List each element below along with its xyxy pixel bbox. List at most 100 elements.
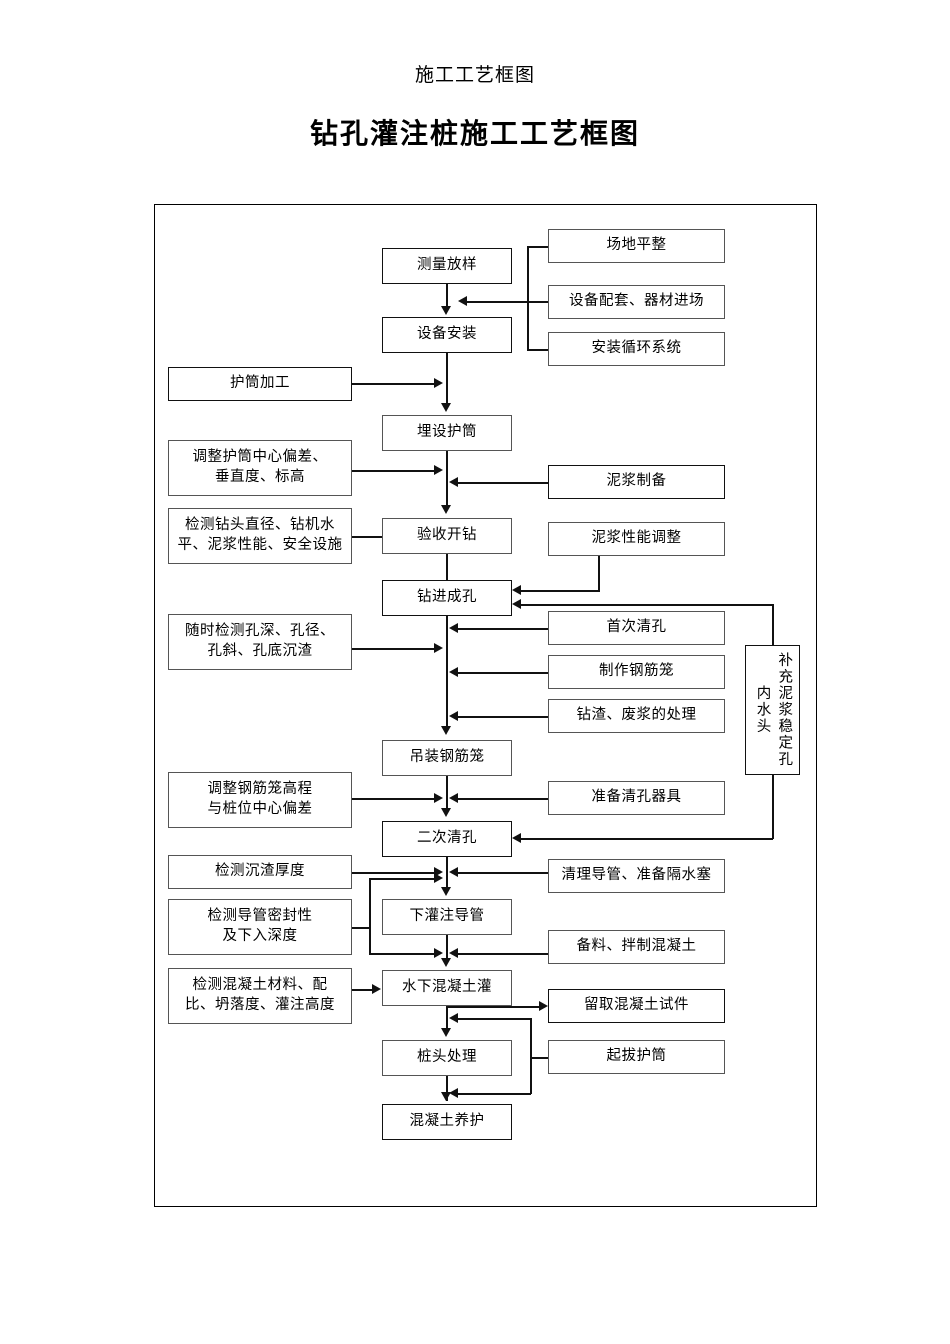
connector-zhuangtou-to-yanghu <box>446 1076 448 1096</box>
connector-changdi-stub <box>527 246 549 248</box>
arrowhead-hutong-jiagong <box>434 378 443 388</box>
arrowhead-zuanjin-from-buchong <box>512 599 521 609</box>
arrowhead-shuixia-from-jiance <box>372 984 381 994</box>
node-qingli-daoguan-gepshuisai[interactable]: 清理导管、准备隔水塞 <box>548 859 725 893</box>
connector-beiliao-to-trunk <box>457 953 548 955</box>
arrowhead-trunk-from-shouci <box>449 623 458 633</box>
connector-zhizuo-to-trunk <box>457 672 548 674</box>
arrowhead-yanghu-top <box>441 1092 451 1101</box>
node-maishe-hutong[interactable]: 埋设护筒 <box>382 415 512 451</box>
document-title: 施工工艺框图 <box>414 65 535 86</box>
arrowhead-shuixia-top <box>441 958 451 967</box>
arrowhead-erci-from-buchong <box>512 833 521 843</box>
node-buchong-nijiang-wentou[interactable]: 补充泥浆稳定孔内水头 <box>745 645 800 775</box>
node-hutong-jiagong[interactable]: 护筒加工 <box>168 367 352 401</box>
connector-qiba-to-lower <box>457 1093 531 1095</box>
node-shebei-anzhuang[interactable]: 设备安装 <box>382 317 512 353</box>
arrowhead-trunk-from-zhunbei <box>449 793 458 803</box>
connector-yanshou-to-zuanjin <box>446 554 448 582</box>
node-jiance-chenzha-houdu[interactable]: 检测沉渣厚度 <box>168 855 352 889</box>
node-jiance-daoguan-mifengxing[interactable]: 检测导管密封性 及下入深度 <box>168 899 352 955</box>
connector-maishe-to-yanshou <box>446 451 448 507</box>
arrowhead-trunk-from-tiaozheng-gangjin <box>434 793 443 803</box>
connector-qiba-bracket <box>530 1018 532 1094</box>
connector-shebei-to-maishe <box>446 353 448 405</box>
arrowhead-trunk-from-zhizuo <box>449 667 458 677</box>
arrowhead-tiaozheng-hutong <box>434 465 443 475</box>
connector-peitao-into-main <box>466 301 549 303</box>
arrowhead-liuqu <box>539 1001 548 1011</box>
node-jiance-zuantou-zhijing[interactable]: 检测钻头直径、钻机水 平、泥浆性能、安全设施 <box>168 508 352 564</box>
connector-jiance-hunningtu-to-shuixia <box>352 989 374 991</box>
arrowhead-trunk-from-qingli <box>449 867 458 877</box>
node-shuixia-hunningtu-guan[interactable]: 水下混凝土灌 <box>382 970 512 1006</box>
connector-tiaozheng-hutong-to-main <box>352 470 435 472</box>
connector-shouci-to-trunk <box>457 628 548 630</box>
connector-right-bracket-top <box>527 246 529 350</box>
node-tiaozheng-gangjinlong-gaocheng[interactable]: 调整钢筋笼高程 与桩位中心偏差 <box>168 772 352 828</box>
connector-zuanzha-to-trunk <box>457 716 548 718</box>
arrowhead-trunk-from-suishi <box>434 643 443 653</box>
connector-xunhuan-stub <box>527 349 549 351</box>
node-diaozhuang-gangjinlong[interactable]: 吊装钢筋笼 <box>382 740 512 776</box>
node-zuanjin-chengkong[interactable]: 钻进成孔 <box>382 580 512 616</box>
connector-shuixia-to-zhuangtou <box>446 1006 448 1032</box>
node-shouci-qingkong[interactable]: 首次清孔 <box>548 611 725 645</box>
arrowhead-diaozhuang-top <box>441 726 451 735</box>
connector-celiang-to-shebei <box>446 284 448 308</box>
node-yanshou-kaizuan[interactable]: 验收开钻 <box>382 518 512 554</box>
connector-diaozhuang-to-erci <box>446 776 448 810</box>
connector-tiaozheng-gangjin-to-trunk <box>352 798 435 800</box>
arrowhead-nijiang-zhibei <box>449 477 458 487</box>
arrowhead-trunk-from-zuanzha <box>449 711 458 721</box>
node-beiliao-banzhi-hunningtu[interactable]: 备料、拌制混凝土 <box>548 930 725 964</box>
arrowhead-zhuangtou-top <box>441 1028 451 1037</box>
connector-buchong-up <box>772 604 774 648</box>
connector-shuixia-to-liuqu <box>446 1006 540 1008</box>
connector-zuanjin-to-diaozhuang <box>446 616 448 728</box>
node-anzhuang-xunhuan-xitong[interactable]: 安装循环系统 <box>548 332 725 366</box>
node-zhizuo-gangjinlong[interactable]: 制作钢筋笼 <box>548 655 725 689</box>
connector-daoguan-to-lower-junction <box>369 953 435 955</box>
node-qiba-hutong[interactable]: 起拔护筒 <box>548 1040 725 1074</box>
node-zhuangtou-chuli[interactable]: 桩头处理 <box>382 1040 512 1076</box>
arrowhead-lower-from-qiba <box>449 1088 458 1098</box>
connector-daoguan-stub <box>352 927 370 929</box>
connector-nijiang-tiaozheng-to-zuanjin <box>521 590 599 592</box>
node-changdi-pingzheng[interactable]: 场地平整 <box>548 229 725 263</box>
node-shebei-peitao-qicai-jinchang[interactable]: 设备配套、器材进场 <box>548 285 725 319</box>
connector-suishi-to-trunk <box>352 648 435 650</box>
node-nijiang-zhibei[interactable]: 泥浆制备 <box>548 465 725 499</box>
node-tiaozheng-hutong-pianacha[interactable]: 调整护筒中心偏差、 垂直度、标高 <box>168 440 352 496</box>
arrowhead-upper-from-daoguan <box>434 873 443 883</box>
node-suishi-jiance-kongshen[interactable]: 随时检测孔深、孔径、 孔斜、孔底沉渣 <box>168 614 352 670</box>
node-hunningtu-yanghu[interactable]: 混凝土养护 <box>382 1104 512 1140</box>
arrowhead-upper-from-qiba <box>449 1013 458 1023</box>
connector-hutong-to-main <box>352 383 435 385</box>
arrowhead-maishe-top <box>441 403 451 412</box>
arrowhead-into-celiang-shebei-link <box>458 296 467 306</box>
diagram-frame <box>154 204 817 1207</box>
connector-qingli-to-trunk <box>457 872 548 874</box>
arrowhead-zuanjin-from-nijiang <box>512 585 521 595</box>
arrowhead-trunk-from-chenzha <box>434 867 443 877</box>
node-celiang-fangyang[interactable]: 测量放样 <box>382 248 512 284</box>
connector-jiance-zuantou-to-yanshou <box>352 536 382 538</box>
node-liuqu-hunningtu-shijian[interactable]: 留取混凝土试件 <box>548 989 725 1023</box>
connector-daoguan-bracket <box>369 878 371 955</box>
page-title: 钻孔灌注桩施工工艺框图 <box>309 119 640 150</box>
node-zuanzha-feijiang-chuli[interactable]: 钻渣、废浆的处理 <box>548 699 725 733</box>
connector-daoguan-to-upper-junction <box>369 878 435 880</box>
node-zhunbei-qingkong-qiju[interactable]: 准备清孔器具 <box>548 781 725 815</box>
node-erci-qingkong[interactable]: 二次清孔 <box>382 821 512 857</box>
connector-qiba-to-upper <box>457 1018 531 1020</box>
node-nijiang-xingneng-tiaozheng[interactable]: 泥浆性能调整 <box>548 522 725 556</box>
connector-buchong-down <box>772 775 774 839</box>
node-jiance-hunningtu-cailiao[interactable]: 检测混凝土材料、配 比、坍落度、灌注高度 <box>168 968 352 1024</box>
node-xia-guanzhu-daoguan[interactable]: 下灌注导管 <box>382 899 512 935</box>
connector-xiaguan-to-shuixia <box>446 935 448 963</box>
connector-qiba-stub <box>530 1057 548 1059</box>
arrowhead-yanshou-top <box>441 505 451 514</box>
connector-buchong-to-erci <box>521 838 773 840</box>
arrowhead-shebei-top <box>441 306 451 315</box>
